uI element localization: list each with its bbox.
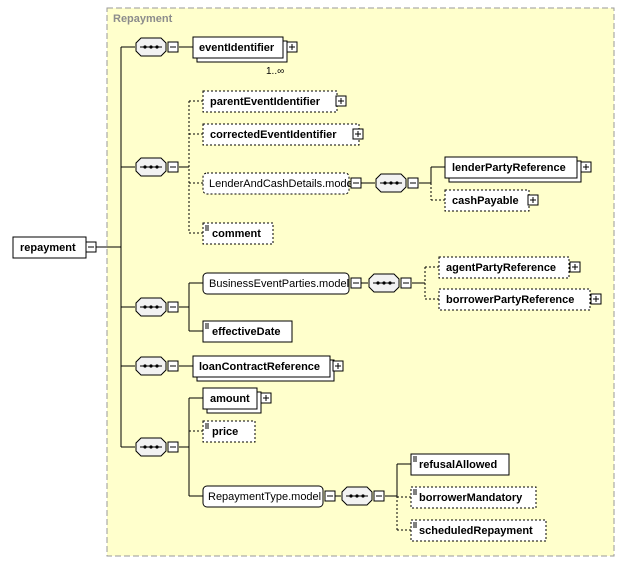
simple-type-icon	[205, 323, 209, 329]
sequence-icon-repayment-type[interactable]	[341, 486, 385, 506]
root-label: repayment	[20, 242, 76, 254]
collapse-icon[interactable]	[324, 490, 336, 502]
lenderPartyReference-label: lenderPartyReference	[452, 162, 566, 174]
sequence-icon-3[interactable]	[135, 297, 179, 317]
occurrence-label: 1..∞	[266, 66, 284, 77]
element-amount[interactable]: amount	[202, 387, 272, 414]
RepaymentType-label: RepaymentType.model	[208, 491, 321, 503]
element-loanContractReference[interactable]: loanContractReference	[192, 355, 344, 382]
parentEventIdentifier-label: parentEventIdentifier	[210, 96, 321, 108]
element-agentPartyReference[interactable]: agentPartyReference	[438, 256, 581, 279]
sequence-compositors	[135, 37, 419, 506]
sequence-icon-1[interactable]	[135, 37, 179, 57]
simple-type-icon	[413, 522, 417, 528]
element-eventIdentifier[interactable]: eventIdentifier 1..∞	[192, 36, 298, 77]
expand-icon[interactable]	[335, 95, 347, 107]
cashPayable-label: cashPayable	[452, 195, 519, 207]
collapse-icon[interactable]	[350, 177, 362, 189]
scheduledRepayment-label: scheduledRepayment	[419, 525, 533, 537]
element-borrowerMandatory[interactable]: borrowerMandatory	[410, 486, 537, 509]
collapse-icon[interactable]	[85, 241, 97, 253]
expand-icon[interactable]	[286, 41, 298, 53]
group-LenderAndCashDetails[interactable]: LenderAndCashDetails.model	[202, 172, 362, 195]
loanContractReference-label: loanContractReference	[199, 361, 320, 373]
LenderAndCashDetails-label: LenderAndCashDetails.model	[209, 178, 355, 190]
connectors	[96, 46, 445, 531]
element-comment[interactable]: comment	[202, 222, 274, 245]
eventIdentifier-label: eventIdentifier	[199, 42, 275, 54]
simple-type-icon	[413, 489, 417, 495]
price-label: price	[212, 426, 238, 438]
simple-type-icon	[205, 225, 209, 231]
element-correctedEventIdentifier[interactable]: correctedEventIdentifier	[202, 123, 364, 146]
collapse-icon[interactable]	[350, 277, 362, 289]
group-BusinessEventParties[interactable]: BusinessEventParties.model	[202, 272, 362, 295]
sequence-icon-5[interactable]	[135, 437, 179, 457]
borrowerMandatory-label: borrowerMandatory	[419, 492, 523, 504]
element-scheduledRepayment[interactable]: scheduledRepayment	[410, 519, 547, 542]
expand-icon[interactable]	[580, 161, 592, 173]
comment-label: comment	[212, 228, 261, 240]
agentPartyReference-label: agentPartyReference	[446, 262, 556, 274]
expand-icon[interactable]	[332, 360, 344, 372]
simple-type-icon	[205, 423, 209, 429]
sequence-icon-4[interactable]	[135, 356, 179, 376]
sequence-icon-2[interactable]	[135, 157, 179, 177]
group-RepaymentType[interactable]: RepaymentType.model	[202, 485, 336, 508]
sequence-icon-lender[interactable]	[375, 173, 419, 193]
correctedEventIdentifier-label: correctedEventIdentifier	[210, 129, 337, 141]
group-title: Repayment	[113, 13, 173, 25]
expand-icon[interactable]	[590, 293, 602, 305]
BusinessEventParties-label: BusinessEventParties.model	[209, 278, 349, 290]
effectiveDate-label: effectiveDate	[212, 326, 280, 338]
expand-icon[interactable]	[527, 194, 539, 206]
refusalAllowed-label: refusalAllowed	[419, 459, 497, 471]
element-lenderPartyReference[interactable]: lenderPartyReference	[444, 156, 592, 183]
element-refusalAllowed[interactable]: refusalAllowed	[410, 453, 510, 476]
borrowerPartyReference-label: borrowerPartyReference	[446, 294, 574, 306]
element-borrowerPartyReference[interactable]: borrowerPartyReference	[438, 288, 602, 311]
element-price[interactable]: price	[202, 420, 256, 443]
sequence-icon-parties[interactable]	[368, 273, 412, 293]
expand-icon[interactable]	[569, 261, 581, 273]
element-cashPayable[interactable]: cashPayable	[444, 189, 539, 212]
element-effectiveDate[interactable]: effectiveDate	[202, 320, 293, 343]
simple-type-icon	[413, 456, 417, 462]
root-element-repayment[interactable]: repayment	[12, 236, 97, 259]
expand-icon[interactable]	[352, 128, 364, 140]
element-parentEventIdentifier[interactable]: parentEventIdentifier	[202, 90, 347, 113]
expand-icon[interactable]	[260, 392, 272, 404]
amount-label: amount	[210, 393, 250, 405]
